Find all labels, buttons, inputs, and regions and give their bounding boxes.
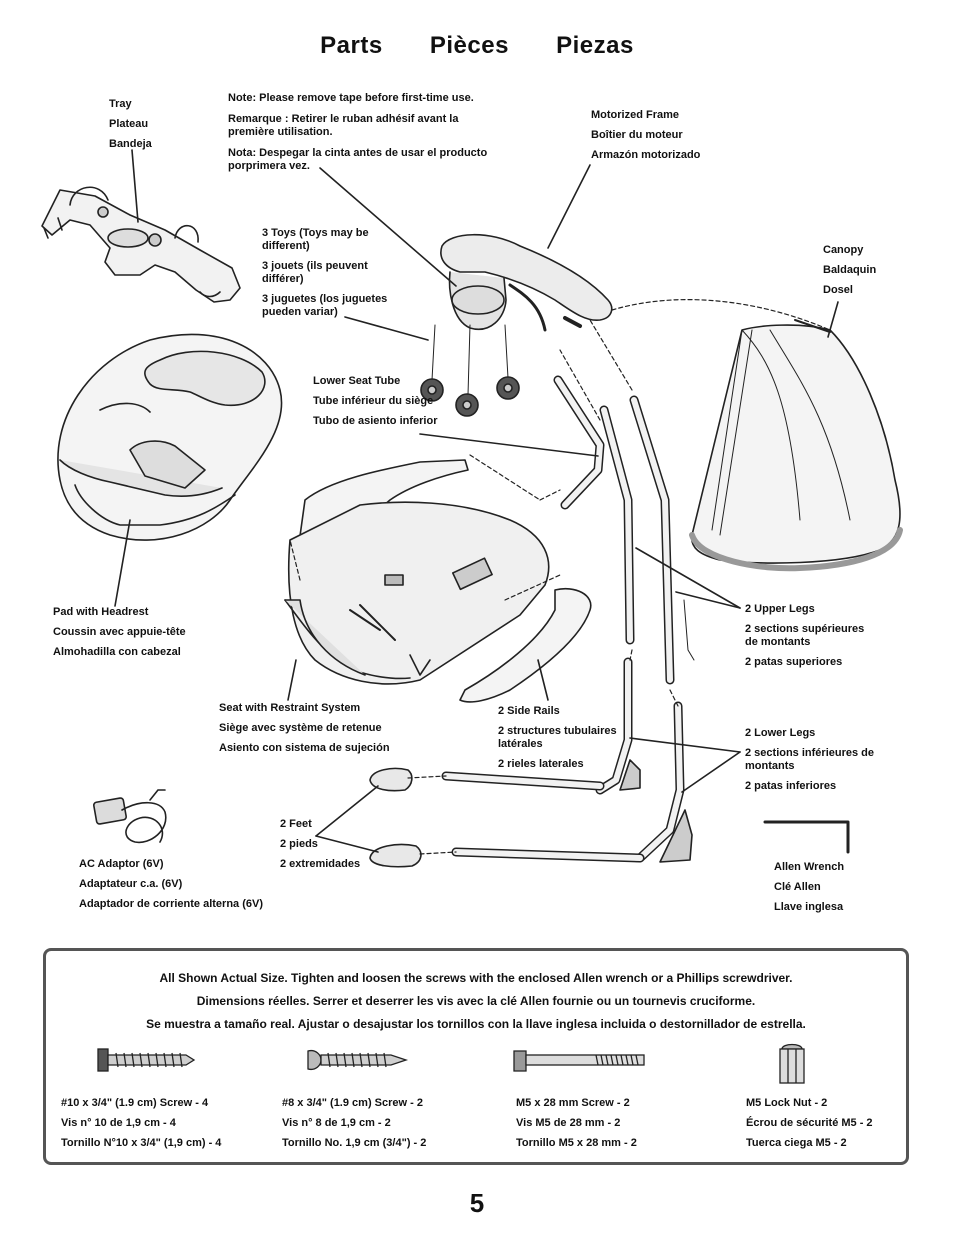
hardware-item-4: M5 Lock Nut - 2 Écrou de sécurité M5 - 2… [746,1097,873,1149]
hardware-icons [97,1043,805,1084]
hex-screw-icon [97,1048,196,1072]
page-number: 5 [469,1188,485,1218]
hardware-box: All Shown Actual Size. Tighten and loose… [43,948,909,1165]
leader-lower-seat-tube [419,433,599,457]
motorized-frame-label: Motorized Frame Boîtier du moteur Armazó… [591,109,701,161]
leader-foot-2 [315,835,379,853]
pad-illustration [57,333,283,541]
motorized-frame-illustration [440,233,613,332]
allen-wrench-illustration [763,820,850,854]
hardware-header: All Shown Actual Size. Tighten and loose… [146,971,806,1031]
parts-illustration [41,149,903,868]
leader-note [319,167,457,287]
toys-illustration [420,324,520,417]
lower-seat-tube-label: Lower Seat Tube Tube inférieur du siège … [313,375,438,427]
seat-illustration [284,459,592,703]
side-rails-label: 2 Side Rails 2 structures tubulaires lat… [498,705,617,770]
page-title: Parts Pièces Piezas [0,32,954,60]
canopy-illustration [689,319,903,572]
leader-lower-leg-2 [681,751,741,793]
lower-legs-label: 2 Lower Legs 2 sections inférieures de m… [745,727,874,792]
title-fr: Pièces [429,32,509,59]
hardware-item-2: #8 x 3/4" (1.9 cm) Screw - 2 Vis n° 8 de… [282,1097,427,1149]
hardware-item-3: M5 x 28 mm Screw - 2 Vis M5 de 28 mm - 2… [516,1097,637,1149]
tray-illustration [41,186,241,303]
lock-nut-icon [779,1043,805,1084]
ac-adaptor-illustration [92,789,167,844]
leader-upper-leg-2 [675,591,741,609]
pad-label: Pad with Headrest Coussin avec appuie-tê… [53,606,186,658]
leader-foot-1 [315,785,379,837]
leader-upper-leg-1 [635,547,741,609]
title-en: Parts [320,32,383,59]
ac-adaptor-label: AC Adaptor (6V) Adaptateur c.a. (6V) Ada… [79,858,263,910]
leader-lower-leg-1 [629,737,741,753]
note-text: Note: Please remove tape before first-ti… [228,92,488,172]
upper-legs-label: 2 Upper Legs 2 sections supérieures de m… [745,603,865,668]
machine-screw-icon [513,1050,645,1072]
title-es: Piezas [556,32,634,59]
dashed-connectors [289,299,831,855]
leader-canopy [827,301,839,338]
lower-legs-illustration [441,657,693,863]
tray-label: Tray Plateau Bandeja [109,98,152,150]
leader-toys [344,316,429,341]
leader-side-rail [537,659,549,701]
leader-motorized-frame [547,164,591,249]
canopy-label: Canopy Baldaquin Dosel [823,244,877,296]
lower-seat-tube-illustration [553,375,605,510]
hardware-item-1: #10 x 3/4" (1.9 cm) Screw - 4 Vis n° 10 … [61,1097,222,1149]
seat-label: Seat with Restraint System Siège avec sy… [219,702,390,754]
feet-label: 2 Feet 2 pieds 2 extremidades [280,818,361,870]
allen-wrench-label: Allen Wrench Clé Allen Llave inglesa [774,861,845,913]
toys-label: 3 Toys (Toys may be different) 3 jouets … [262,227,388,318]
leader-tray [131,149,139,223]
phillips-screw-icon [307,1049,409,1071]
leader-seat [287,659,297,701]
leader-pad [114,519,131,607]
upper-legs-illustration [599,395,695,685]
feet-illustration [369,767,422,868]
